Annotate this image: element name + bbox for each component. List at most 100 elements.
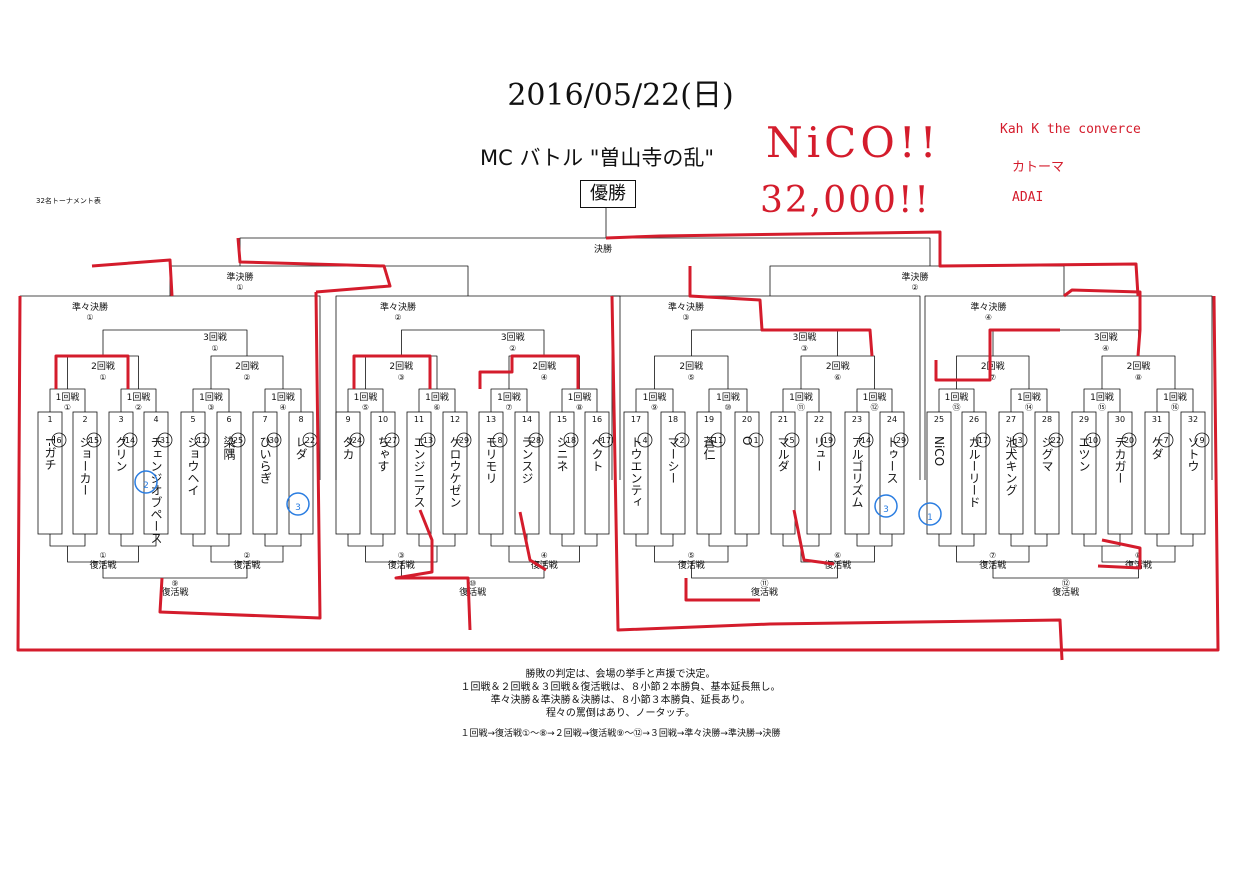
rule-line: １回戦＆２回戦＆３回戦＆復活戦は、８小節２本勝負、基本延長無し。 [460, 682, 781, 693]
quarterfinal-bracket [335, 295, 621, 480]
r1-number: ② [135, 403, 142, 412]
repechage-bracket [992, 562, 1139, 579]
repechage-bracket [401, 562, 545, 579]
r1-number: ④ [279, 403, 286, 412]
entrant-score: 22 [305, 436, 315, 445]
quarterfinal-number: ④ [985, 313, 992, 322]
quarterfinal-bracket [924, 295, 1213, 480]
entrant-score: 15 [89, 436, 99, 445]
r2-number: ⑧ [1135, 373, 1142, 382]
entrant-name: ジョウヘイ [186, 436, 200, 496]
red-progress-line [91, 258, 174, 297]
seed-number: 20 [742, 415, 752, 424]
annotation-number: 1 [927, 513, 933, 523]
entrant-score: 4 [642, 436, 647, 445]
seed-number: 14 [522, 415, 532, 424]
entrant-name: トゥース [885, 436, 899, 484]
entrant-name: ケダ [1150, 436, 1164, 460]
red-progress-line [16, 295, 1220, 652]
score-circle [637, 432, 653, 448]
seed-number: 7 [262, 415, 267, 424]
entrant-name: NiCO [932, 436, 946, 466]
r2-label: 2回戦 [981, 360, 1005, 372]
entrant-score: 31 [160, 436, 170, 445]
score-circle [820, 432, 836, 448]
rules-block: 勝敗の判定は、会場の挙手と声援で決定。 １回戦＆２回戦＆３回戦＆復活戦は、８小節… [0, 668, 1241, 720]
r2-number: ④ [541, 373, 548, 382]
score-circle [157, 432, 173, 448]
entrant-score: 13 [423, 436, 433, 445]
entrant-name: ランスジ [520, 436, 534, 484]
quarterfinal-number: ③ [682, 313, 689, 322]
score-circle [1194, 432, 1210, 448]
repechage-bracket [691, 562, 838, 579]
r1-number: ⑥ [433, 403, 440, 412]
score-circle [893, 432, 909, 448]
repechage-connector [1010, 534, 1048, 547]
r3-number: ④ [1102, 344, 1109, 353]
entrant-name: マルダ [776, 436, 790, 472]
annotation-circle [874, 494, 898, 518]
seed-number: 11 [414, 415, 424, 424]
entrant-slot [1144, 411, 1170, 535]
entrant-name: O [740, 436, 754, 445]
repechage-number: ④ [541, 551, 548, 560]
entrant-score: 6 [56, 436, 61, 445]
score-circle [1012, 432, 1028, 448]
entrant-score: 14 [861, 436, 871, 445]
r3-label: 3回戦 [1094, 331, 1118, 343]
score-circle [1048, 432, 1064, 448]
entrant-slot [1071, 411, 1097, 535]
seed-number: 32 [1188, 415, 1198, 424]
semifinal-label: 準決勝 [901, 271, 928, 283]
seed-number: 30 [1115, 415, 1125, 424]
r1-number: ⑤ [362, 403, 369, 412]
repechage-connector [561, 534, 598, 547]
repechage-connector [1156, 534, 1194, 547]
r1-number: ⑫ [871, 403, 879, 412]
seed-number: 22 [814, 415, 824, 424]
entrant-score: 12 [197, 436, 207, 445]
r1-label: 1回戦 [1090, 391, 1114, 403]
quarterfinal-number: ① [86, 313, 93, 322]
entrant-score: 9 [1199, 436, 1204, 445]
repechage-bracket [102, 562, 248, 579]
repechage-connector [49, 534, 86, 547]
score-circle [975, 432, 991, 448]
entrant-score: 8 [497, 436, 502, 445]
score-circle [598, 432, 614, 448]
r2-number: ⑦ [989, 373, 996, 382]
entrant-slot [734, 411, 760, 535]
r2-number: ⑤ [688, 373, 695, 382]
r2-label: 2回戦 [389, 360, 413, 372]
event-date: 2016/05/22(日) [507, 78, 734, 113]
r2-label: 2回戦 [826, 360, 850, 372]
r1-number: ⑮ [1098, 403, 1106, 412]
seed-number: 8 [298, 415, 303, 424]
event-title: MC バトル "曽山寺の乱" [480, 146, 715, 170]
round-flow: １回戦→復活戦①〜⑧→２回戦→復活戦⑨〜⑫→３回戦→準々決勝→準決勝→決勝 [460, 729, 781, 739]
entrant-name: 池犬キング [1004, 436, 1018, 496]
repechage-number: ⑥ [834, 551, 841, 560]
seed-number: 24 [887, 415, 897, 424]
entrant-score: 29 [896, 436, 906, 445]
repechage-connector [347, 534, 384, 547]
r1-number: ⑬ [953, 403, 961, 412]
r1-label: 1回戦 [568, 391, 592, 403]
r2-number: ⑥ [834, 373, 841, 382]
r2-label: 2回戦 [679, 360, 703, 372]
red-progress-line [394, 509, 472, 631]
annotation-circle [286, 492, 310, 516]
entrant-score: 1 [753, 436, 758, 445]
r1-number: ⑧ [576, 403, 583, 412]
entrant-name: モリモリ [484, 436, 498, 484]
semifinal-number: ② [911, 283, 918, 292]
r1-number: ⑯ [1171, 403, 1179, 412]
r1-label: 1回戦 [1017, 391, 1041, 403]
r1-number: ⑨ [651, 403, 658, 412]
score-circle [51, 432, 67, 448]
r1-label: 1回戦 [199, 391, 223, 403]
repechage-number: ⑨ [171, 579, 178, 588]
r1-label: 1回戦 [789, 391, 813, 403]
